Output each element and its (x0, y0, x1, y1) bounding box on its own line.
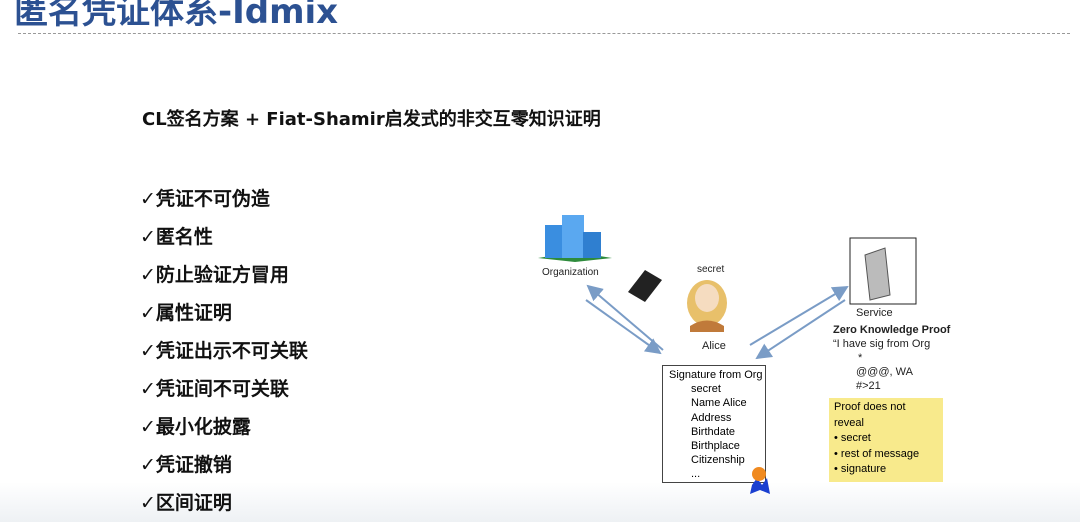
note-title: reveal (834, 416, 864, 429)
feature-item: ✓匿名性 (140, 226, 213, 248)
feature-item: ✓凭证不可伪造 (140, 188, 270, 210)
secret-label: secret (697, 264, 725, 275)
signature-item: secret (691, 383, 721, 396)
arrow (585, 299, 662, 355)
signature-item: Birthplace (691, 440, 740, 453)
feature-item: ✓防止验证方冒用 (140, 264, 289, 286)
service-label: Service (856, 307, 893, 319)
proof-note: Proof does not reveal • secret • rest of… (829, 398, 943, 482)
feature-item: ✓凭证出示不可关联 (140, 340, 308, 362)
signature-title: Signature from Org (669, 369, 763, 381)
passport-icon (628, 270, 662, 302)
signature-item: Name Alice (691, 397, 747, 410)
background-fade (0, 482, 1080, 522)
note-item: • rest of message (834, 447, 920, 460)
subtitle: CL签名方案 + Fiat-Shamir启发式的非交互零知识证明 (142, 109, 601, 130)
note-title: Proof does not (834, 401, 906, 413)
feature-item: ✓属性证明 (140, 302, 232, 324)
signature-item: ... (691, 468, 701, 481)
signature-box: Signature from Org secret Name Alice Add… (662, 365, 766, 483)
zkp-line: #>21 (856, 380, 881, 392)
feature-item: ✓最小化披露 (140, 416, 251, 438)
arrow (749, 285, 849, 346)
signature-item: Address (691, 411, 732, 424)
zkp-line: “I have sig from Org (833, 338, 931, 350)
organization-icon (538, 215, 612, 262)
signature-item: Birthdate (691, 425, 736, 438)
feature-list: ✓凭证不可伪造 ✓匿名性 ✓防止验证方冒用 ✓属性证明 ✓凭证出示不可关联 ✓凭… (140, 185, 308, 527)
arrow (586, 284, 664, 351)
note-item: • secret (834, 432, 871, 444)
alice-label: Alice (702, 340, 726, 352)
organization-label: Organization (542, 267, 599, 278)
page-title: 匿名凭证体系-Idmix (14, 0, 339, 32)
zkp-line: * (858, 352, 863, 364)
zkp-title: Zero Knowledge Proof (833, 324, 951, 336)
note-item: • signature (834, 463, 887, 475)
feature-item: ✓凭证撤销 (140, 454, 232, 476)
feature-item: ✓区间证明 (140, 492, 232, 514)
arrow (755, 299, 846, 360)
feature-item: ✓凭证间不可关联 (140, 378, 289, 400)
alice-icon (687, 280, 727, 332)
zkp-line: @@@, WA (856, 366, 913, 378)
signature-item: Citizenship (691, 454, 745, 467)
title-divider (18, 33, 1070, 34)
server-icon (849, 237, 917, 305)
